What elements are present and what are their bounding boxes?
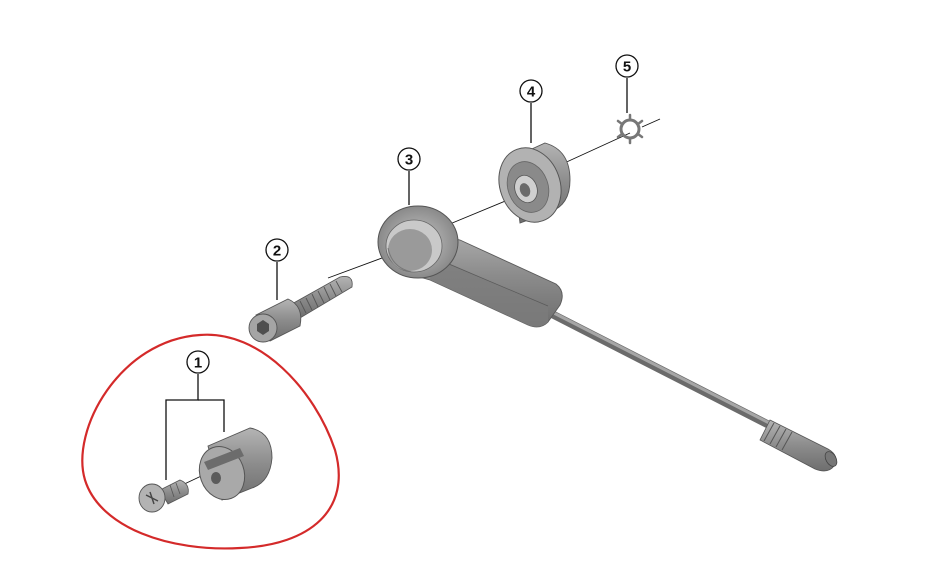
callout-1: 1 xyxy=(186,350,210,374)
part-4-bearing xyxy=(498,142,571,224)
cable-connector xyxy=(759,419,838,472)
part-3-sensor-arm xyxy=(377,205,838,472)
callout-3: 3 xyxy=(397,147,421,171)
callout-4-label: 4 xyxy=(527,84,536,101)
highlight-loop xyxy=(81,333,340,550)
callout-4: 4 xyxy=(519,79,543,103)
callout-5: 5 xyxy=(615,54,639,78)
callout-1-label: 1 xyxy=(194,355,202,372)
callout-3-label: 3 xyxy=(405,152,413,169)
leader-lines xyxy=(165,78,628,480)
callout-5-label: 5 xyxy=(623,59,631,76)
callout-2-label: 2 xyxy=(273,243,281,260)
part-1-screw-and-clamp xyxy=(138,427,273,513)
part-2-cap-screw xyxy=(248,276,353,343)
callout-2: 2 xyxy=(265,238,289,262)
part-5-lock-washer xyxy=(616,113,644,145)
